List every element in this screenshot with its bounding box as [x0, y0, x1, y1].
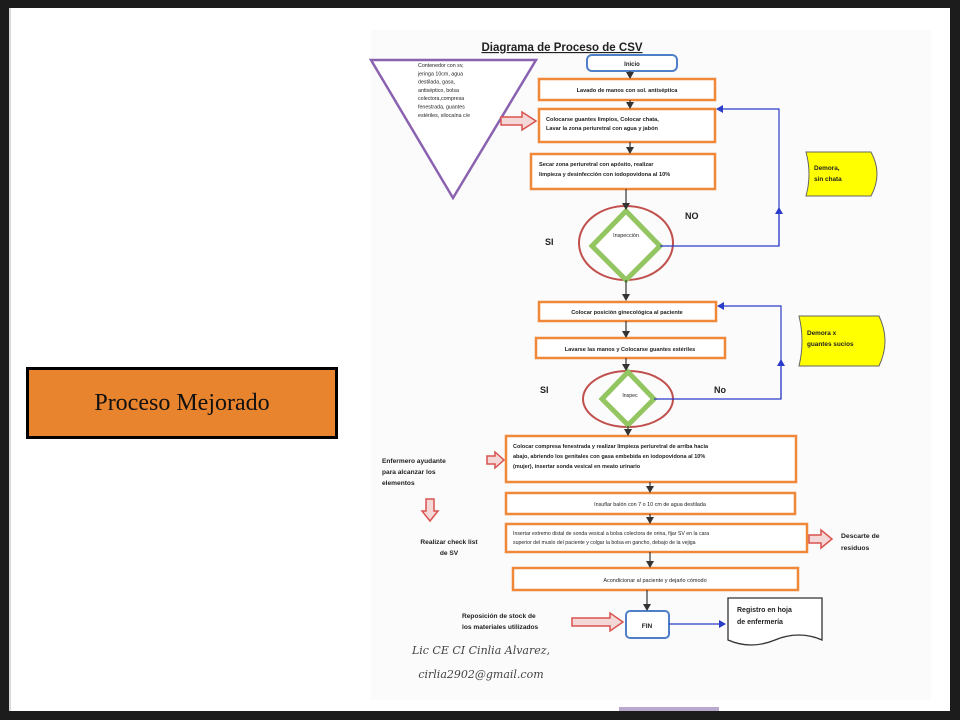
loopback-arrows: [654, 105, 785, 628]
text-line: Lavarse las manos y Colocarse guantes es…: [565, 347, 696, 353]
text-line: abajo, abriendo los genitales con gasa e…: [513, 454, 705, 460]
text-line: Secar zona periuretral con apósito, real…: [539, 162, 654, 168]
red-arrow-descarte: [808, 528, 834, 550]
text-line: de SV: [440, 550, 459, 557]
text-line: destilada, gasa,: [418, 80, 455, 86]
realizar-checklist-text: Realizar check list de SV: [420, 539, 478, 557]
text-line: Enfermero ayudante: [382, 458, 446, 465]
text-line: (mujer), insertar sonda vesical en meato…: [513, 464, 641, 470]
resources-text: Contenedor con sv, jeringa 10cm, agua dest…: [417, 63, 470, 119]
step-lavado-manos-text: Lavado de manos con sol. antiséptica: [577, 88, 679, 94]
text-line: Lavar la zona periuretral con agua y jab…: [546, 126, 658, 132]
text-line: Lavado de manos con sol. antiséptica: [577, 88, 679, 94]
step-insuflar-balon-text: Insuflar balón con 7 o 10 cm de agua des…: [594, 502, 706, 508]
inicio-box: [586, 54, 678, 72]
red-arrow-enfermero: [486, 450, 506, 470]
proceso-mejorado-label: Proceso Mejorado: [26, 367, 338, 439]
fin-text: FIN: [642, 623, 653, 630]
enfermero-ayudante-text: Enfermero ayudante para alcanzar los eleme…: [382, 458, 446, 487]
reposicion-stock-text: Reposición de stock de los materiales uti…: [462, 613, 539, 631]
step-posicion-ginecologica-text: Colocar posición ginecológica al pacient…: [571, 310, 683, 316]
diagram-title: Diagrama de Proceso de CSV: [481, 42, 642, 54]
registro-text: Registro en hoja de enfermería: [737, 607, 792, 626]
text-line: Registro en hoja: [737, 607, 792, 614]
author-signature: Lic CE CI Cinlia Alvarez, cirlia2902@gma…: [411, 644, 550, 681]
text-line: Insuflar balón con 7 o 10 cm de agua des…: [594, 502, 706, 508]
text-line: estériles, xilocaína c/e: [418, 113, 470, 119]
step-secar-zona: [529, 152, 717, 191]
step-lavado-manos: [537, 77, 717, 102]
demora-guantes-sucios-text: Demora x guantes sucios: [807, 330, 854, 348]
text-line: Colocar compresa fenestrada y realizar l…: [513, 444, 709, 450]
step-insertar-extremo-text: Insertar extremo distal de sonda vesical…: [513, 531, 709, 546]
text-line: elementos: [382, 480, 415, 487]
text-line: colectora,compresa: [418, 96, 464, 102]
text-line: Realizar check list: [420, 539, 478, 546]
inicio-text: Inicio: [624, 62, 640, 68]
author-line-2: cirlia2902@gmail.com: [418, 668, 543, 681]
no-label-1: NO: [685, 211, 699, 221]
slide: Proceso Mejorado Diagrama de Proceso de …: [9, 8, 950, 711]
step-insertar-extremo: [504, 522, 809, 554]
proceso-mejorado-text: Proceso Mejorado: [94, 389, 270, 416]
descarte-residuos-text: Descarte de residuos: [841, 533, 880, 552]
text-line: fenestrada, guantes: [418, 105, 465, 111]
step-compresa-fenestrada: [504, 434, 798, 484]
step-guantes-limpios: [537, 107, 717, 144]
text-line: Reposición de stock de: [462, 613, 536, 620]
inspection-diamond-2: [598, 368, 658, 429]
slide-left-border: [9, 8, 11, 711]
text-line: Descarte de: [841, 533, 880, 540]
red-arrow-triangle: [500, 110, 538, 132]
text-line: guantes sucios: [807, 341, 854, 348]
text-line: sin chata: [814, 176, 842, 183]
text-line: limpieza y desinfección con iodopovidona…: [539, 172, 670, 178]
text-line: Acondicionar al paciente y dejarlo cómod…: [603, 578, 706, 584]
author-line-1: Lic CE CI Cinlia Alvarez,: [411, 644, 550, 657]
text-line: Demora x: [807, 330, 837, 337]
si-label-1: SI: [545, 237, 554, 247]
step-compresa-fenestrada-text: Colocar compresa fenestrada y realizar l…: [513, 444, 709, 470]
registro-document: [727, 597, 823, 646]
red-arrow-down-checklist: [420, 498, 440, 523]
inspection-diamond-1: [588, 207, 664, 284]
text-line: Contenedor con sv,: [418, 63, 464, 69]
step-acondicionar: [511, 566, 800, 592]
inspection-text-2: Inspec: [622, 393, 638, 399]
text-line: de enfermería: [737, 619, 783, 626]
text-line: Colocarse guantes limpios, Colocar chata…: [546, 117, 659, 123]
text-line: superior del muslo del paciente y colgar…: [513, 540, 696, 546]
no-label-2: No: [714, 385, 726, 395]
step-guantes-esteriles-text: Lavarse las manos y Colocarse guantes es…: [565, 347, 696, 353]
flow-arrows: [622, 71, 654, 611]
demora-guantes-sucios: [798, 315, 886, 367]
step-acondicionar-text: Acondicionar al paciente y dejarlo cómod…: [603, 578, 706, 584]
step-guantes-limpios-text: Colocarse guantes limpios, Colocar chata…: [546, 117, 659, 132]
resources-triangle: [368, 58, 539, 201]
demora-sin-chata: [805, 151, 878, 197]
text-line: Demora,: [814, 165, 840, 172]
text-line: Colocar posición ginecológica al pacient…: [571, 310, 683, 316]
text-line: los materiales utilizados: [462, 624, 539, 631]
text-line: Insertar extremo distal de sonda vesical…: [513, 531, 709, 537]
inspection-text-1: Inspección: [613, 233, 639, 239]
demora-sin-chata-text: Demora, sin chata: [814, 165, 842, 183]
text-line: antiséptico, bolsa: [418, 88, 459, 94]
step-posicion-ginecologica: [537, 300, 718, 323]
red-arrow-reposicion: [571, 611, 625, 633]
csv-process-diagram: Diagrama de Proceso de CSV Contenedor co…: [368, 42, 886, 681]
red-arrows: [420, 110, 834, 633]
text-line: para alcanzar los: [382, 469, 436, 476]
text-line: jeringa 10cm, agua: [417, 71, 463, 77]
bottom-decoration: [619, 707, 719, 711]
step-guantes-esteriles: [534, 336, 727, 360]
step-secar-zona-text: Secar zona periuretral con apósito, real…: [539, 162, 670, 178]
si-label-2: SI: [540, 385, 549, 395]
text-line: residuos: [841, 545, 870, 552]
